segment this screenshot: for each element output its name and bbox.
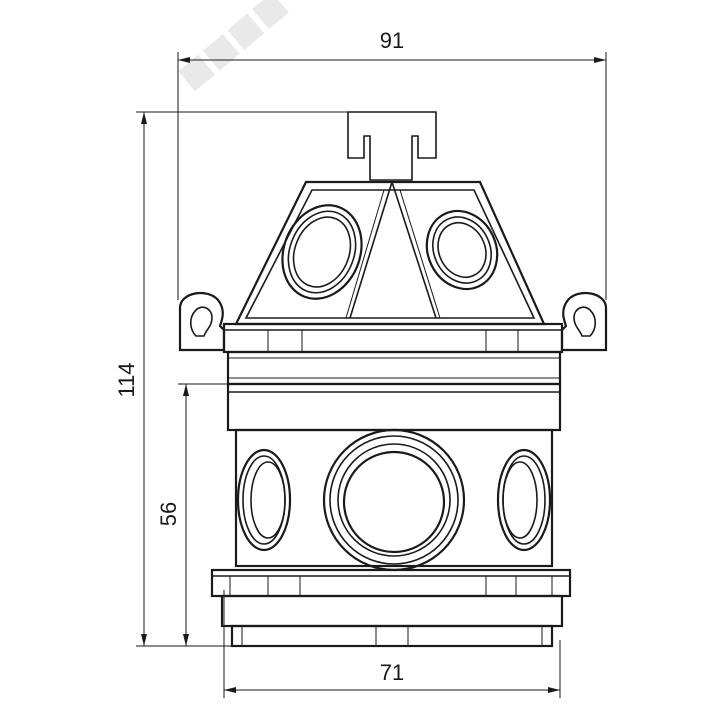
lower-flange <box>210 568 572 598</box>
base-plate <box>220 594 564 648</box>
dimension-body-height: 56 <box>156 383 232 646</box>
dimension-label-body-height: 56 <box>156 502 181 526</box>
watermark-logo: ■■■■ <box>170 0 294 97</box>
box-body <box>234 428 554 568</box>
svg-text:■■■■: ■■■■ <box>170 0 294 97</box>
body-port-right <box>496 448 552 552</box>
dimension-label-base-width: 71 <box>380 660 404 685</box>
dimension-overall-width: 91 <box>177 28 607 300</box>
body-port-left <box>236 448 292 552</box>
top-flange <box>222 322 564 354</box>
cone-port-right <box>425 209 499 291</box>
dimension-base-width: 71 <box>223 590 561 698</box>
top-knob <box>347 111 437 181</box>
cone-port-left <box>281 204 363 300</box>
mounting-ear-right <box>560 291 608 352</box>
dimension-label-overall-width: 91 <box>380 28 404 53</box>
dimension-overall-height: 114 <box>114 111 350 647</box>
seal-band <box>226 350 562 386</box>
mounting-ear-left <box>178 291 226 352</box>
body-port-center <box>322 428 466 572</box>
body-upper-ring <box>226 382 562 432</box>
dimension-label-overall-height: 114 <box>114 362 139 397</box>
